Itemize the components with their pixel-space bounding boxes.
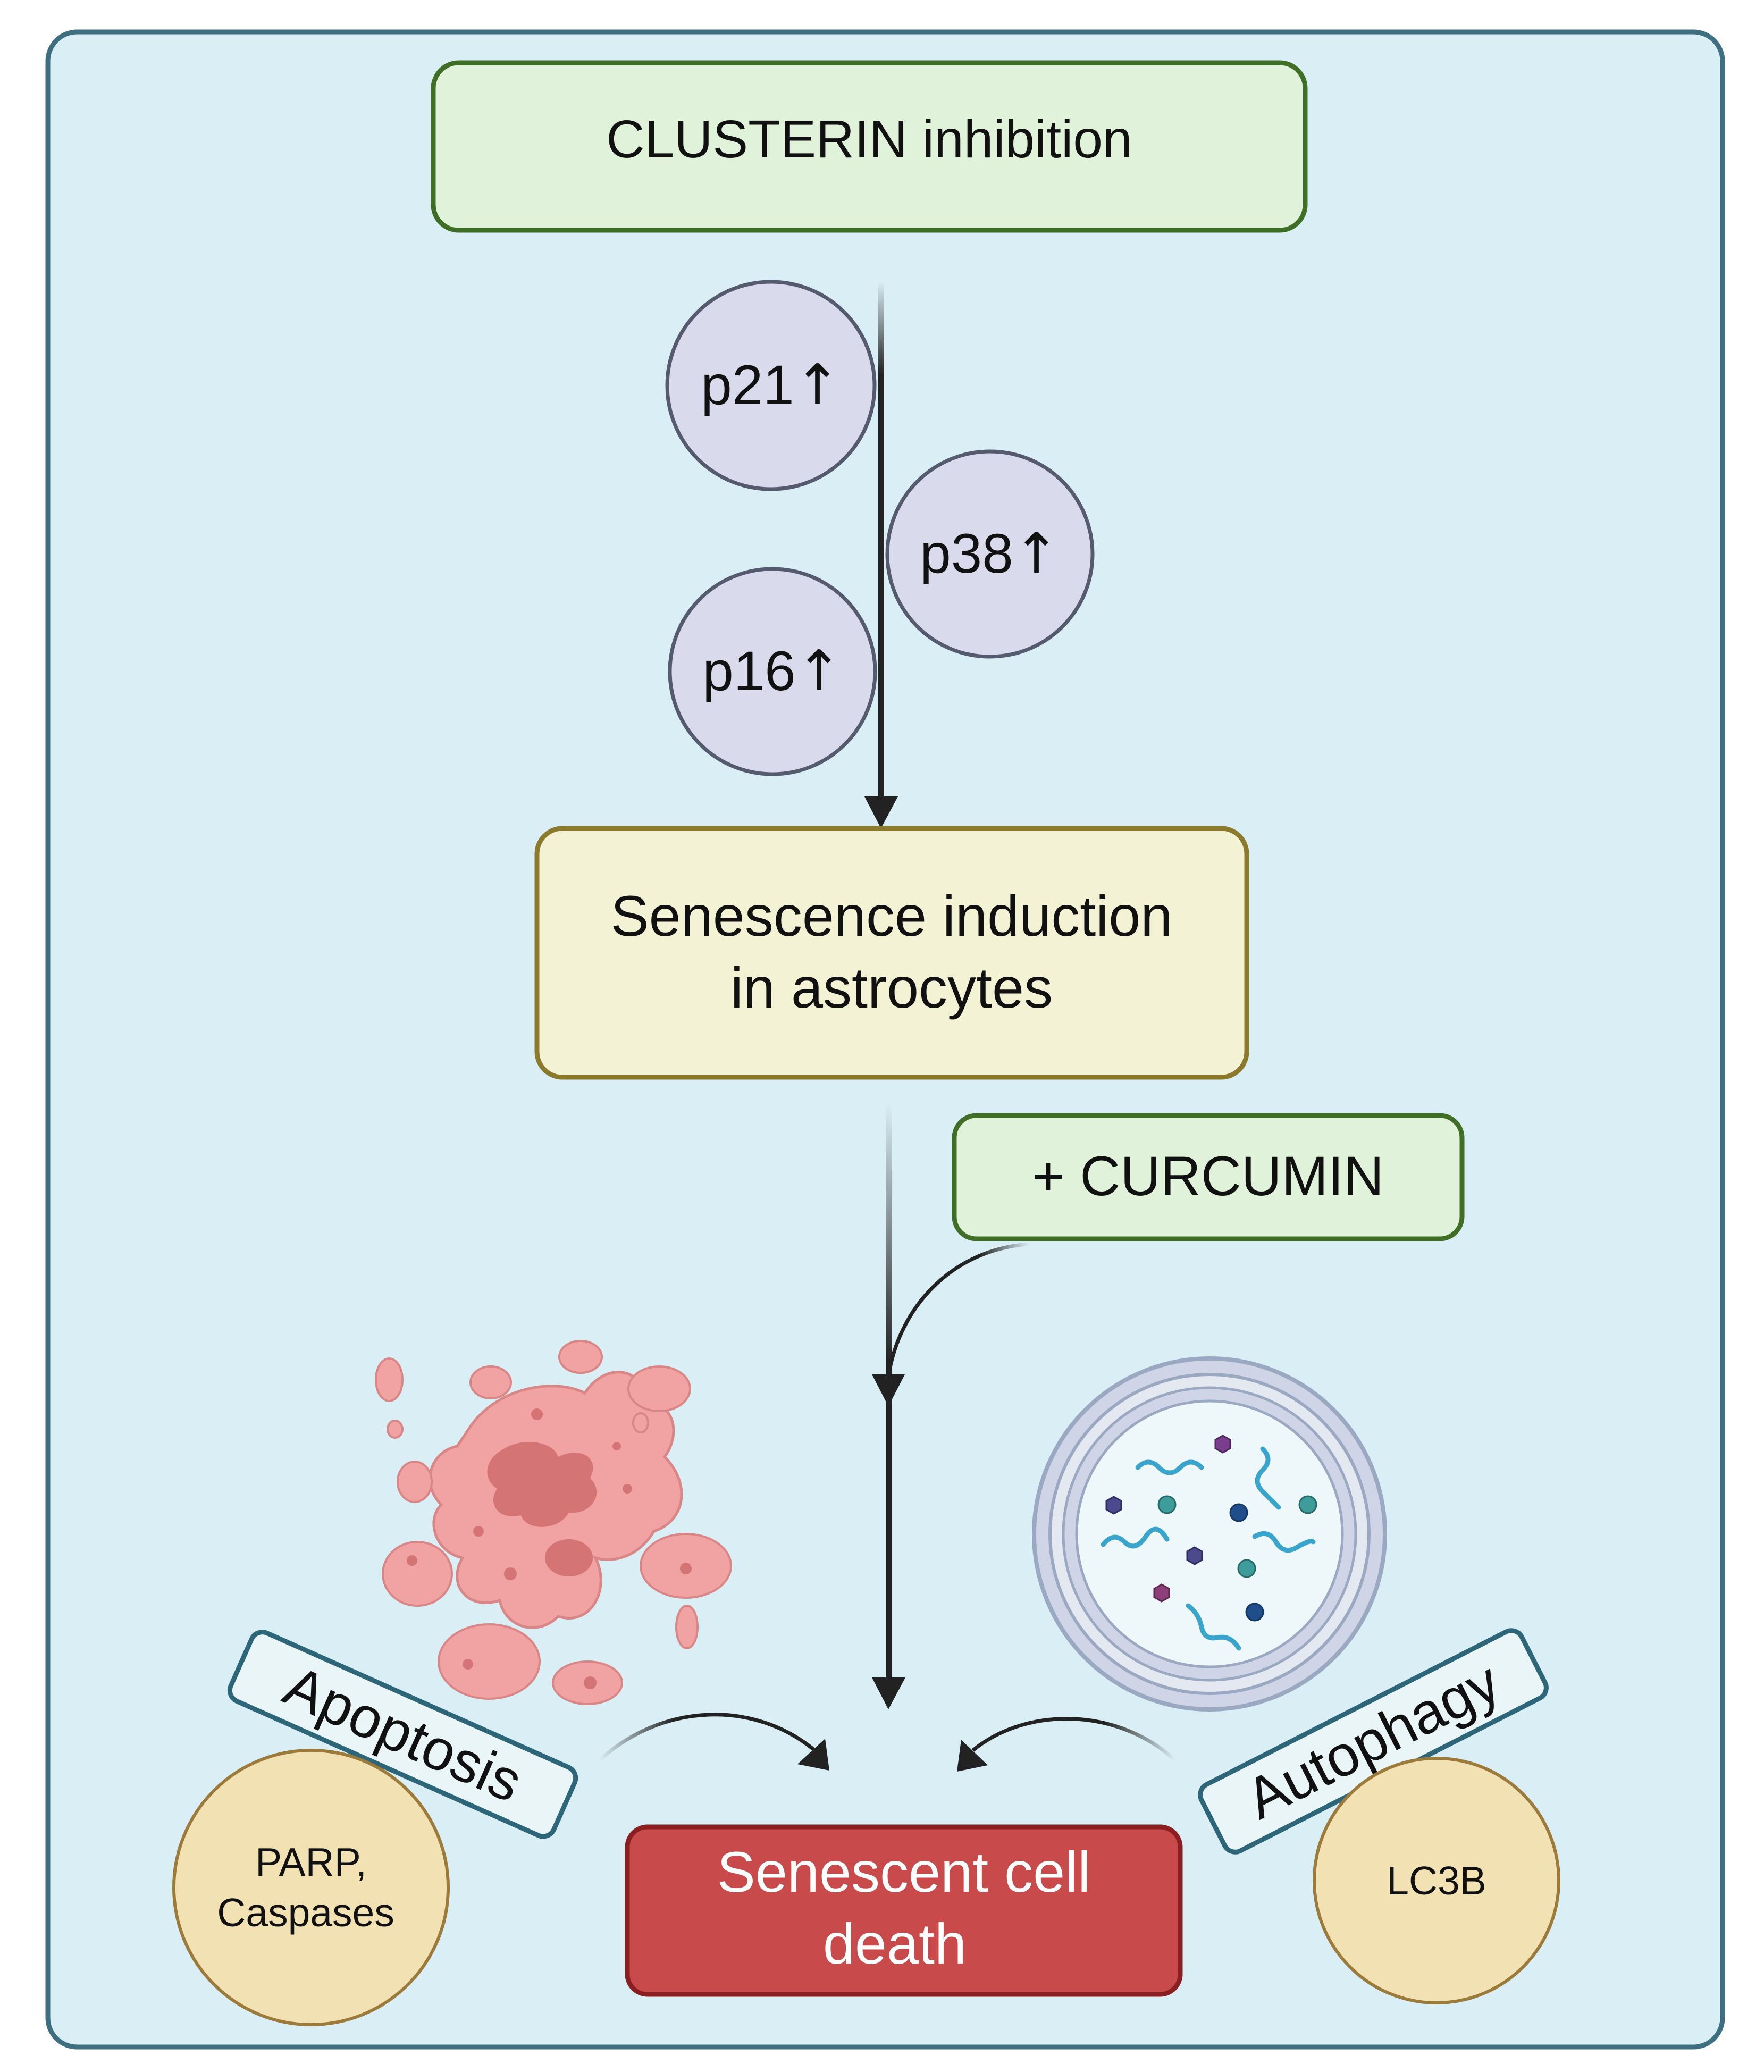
autophagy-marker-circle: LC3B bbox=[1313, 1757, 1560, 2004]
svg-text:p16↑: p16↑ bbox=[702, 639, 842, 703]
marker-p16-name: p16 bbox=[702, 640, 795, 702]
arrow-autophagy-to-death bbox=[957, 1717, 1177, 1772]
apoptosis-marker-line1: PARP, bbox=[255, 1840, 367, 1884]
marker-p21-name: p21 bbox=[701, 354, 794, 416]
arrow-apoptosis-to-death bbox=[598, 1713, 829, 1771]
senescent-cell-death-line2: death bbox=[823, 1911, 967, 1976]
marker-p16: p16↑ bbox=[668, 567, 877, 776]
autophagy-marker-label: LC3B bbox=[1387, 1858, 1486, 1903]
senescence-induction-line2: in astrocytes bbox=[730, 955, 1053, 1020]
senescent-cell-death-line1: Senescent cell bbox=[717, 1840, 1090, 1904]
up-arrow-icon: ↑ bbox=[1013, 521, 1060, 586]
curcumin-label: + CURCUMIN bbox=[1032, 1145, 1384, 1207]
apoptotic-cell-illustration bbox=[375, 1340, 732, 1705]
apoptosis-markers-circle: PARP, Caspases bbox=[172, 1749, 450, 2026]
apoptosis-marker-line2: Caspases bbox=[217, 1890, 394, 1935]
arrow-curcumin-effect bbox=[872, 1242, 1029, 1406]
clusterin-inhibition-label: CLUSTERIN inhibition bbox=[606, 110, 1132, 169]
up-arrow-icon: ↑ bbox=[794, 353, 841, 417]
svg-text:p38↑: p38↑ bbox=[920, 521, 1060, 586]
marker-p21: p21↑ bbox=[665, 280, 877, 491]
arrow-clusterin-to-senescence bbox=[864, 282, 898, 828]
curcumin-box: + CURCUMIN bbox=[952, 1113, 1465, 1241]
clusterin-inhibition-box: CLUSTERIN inhibition bbox=[431, 60, 1308, 233]
marker-p38-name: p38 bbox=[920, 523, 1013, 585]
up-arrow-icon: ↑ bbox=[796, 639, 843, 703]
senescent-cell-death-box: Senescent cell death bbox=[625, 1824, 1183, 1997]
senescence-induction-line1: Senescence induction bbox=[611, 884, 1173, 948]
autophagosome-illustration bbox=[1032, 1356, 1387, 1712]
svg-text:p21↑: p21↑ bbox=[701, 353, 841, 417]
senescence-induction-box: Senescence induction in astrocytes bbox=[534, 826, 1249, 1080]
marker-p38: p38↑ bbox=[885, 449, 1095, 659]
